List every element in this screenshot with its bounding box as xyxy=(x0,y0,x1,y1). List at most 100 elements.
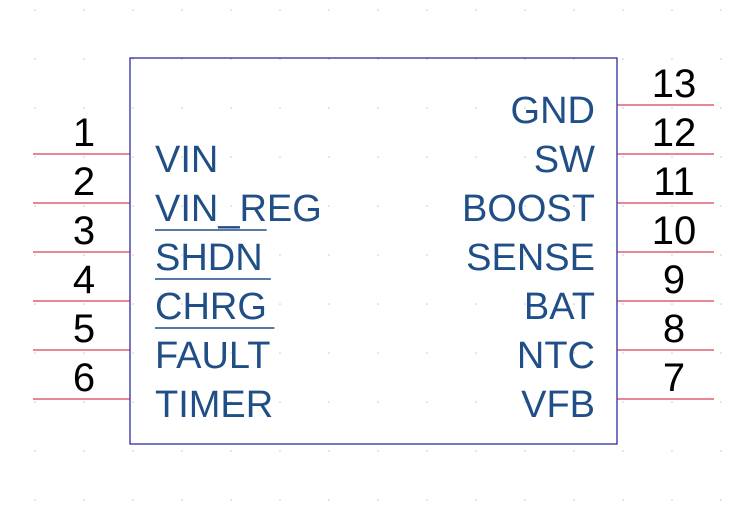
grid-dot xyxy=(426,254,428,256)
grid-dot xyxy=(230,107,232,109)
grid-dot xyxy=(328,205,330,207)
grid-dot xyxy=(720,499,722,501)
grid-dot xyxy=(377,107,379,109)
grid-dot xyxy=(671,499,673,501)
pin-name: VIN xyxy=(155,139,218,181)
grid-dot xyxy=(573,9,575,11)
grid-dot xyxy=(573,303,575,305)
grid-dot xyxy=(34,156,36,158)
grid-dot xyxy=(573,156,575,158)
grid-dot xyxy=(524,156,526,158)
grid-dot xyxy=(328,254,330,256)
grid-dot xyxy=(720,205,722,207)
grid-dot xyxy=(377,303,379,305)
grid-dot xyxy=(475,107,477,109)
grid-dot xyxy=(720,156,722,158)
grid-dot xyxy=(377,9,379,11)
grid-dot xyxy=(475,352,477,354)
grid-dot xyxy=(426,352,428,354)
grid-dot xyxy=(524,450,526,452)
grid-dot xyxy=(524,303,526,305)
pin-name: SHDN xyxy=(155,237,263,279)
grid-dot xyxy=(230,352,232,354)
grid-dot xyxy=(132,9,134,11)
grid-dot xyxy=(132,107,134,109)
grid-dot xyxy=(524,401,526,403)
grid-dot xyxy=(230,254,232,256)
grid-dot xyxy=(132,352,134,354)
grid-dot xyxy=(34,58,36,60)
grid-dot xyxy=(671,254,673,256)
grid-dot xyxy=(279,499,281,501)
grid-dot xyxy=(230,303,232,305)
grid-dot xyxy=(622,401,624,403)
pin-number: 2 xyxy=(73,160,95,204)
pin-name: FAULT xyxy=(155,335,270,377)
grid-dot xyxy=(279,205,281,207)
component-body xyxy=(129,57,618,445)
grid-dot xyxy=(524,107,526,109)
grid-dot xyxy=(622,9,624,11)
grid-dot xyxy=(377,156,379,158)
pin-name: GND xyxy=(511,90,595,132)
grid-dot xyxy=(524,352,526,354)
grid-dot xyxy=(426,303,428,305)
grid-dot xyxy=(426,156,428,158)
grid-dot xyxy=(34,401,36,403)
grid-dot xyxy=(426,499,428,501)
grid-dot xyxy=(230,9,232,11)
grid-dot xyxy=(34,107,36,109)
grid-dot xyxy=(671,205,673,207)
grid-dot xyxy=(720,9,722,11)
pin-number: 6 xyxy=(73,356,95,400)
grid-dot xyxy=(34,205,36,207)
grid-dot xyxy=(328,156,330,158)
pin-number: 10 xyxy=(652,209,697,253)
grid-dot xyxy=(328,401,330,403)
grid-dot xyxy=(720,107,722,109)
grid-dot xyxy=(475,303,477,305)
grid-dot xyxy=(720,58,722,60)
grid-dot xyxy=(181,9,183,11)
grid-dot xyxy=(426,401,428,403)
grid-dot xyxy=(475,156,477,158)
grid-dot xyxy=(132,450,134,452)
grid-dot xyxy=(426,450,428,452)
grid-dot xyxy=(377,499,379,501)
pin-number: 12 xyxy=(652,111,697,155)
grid-dot xyxy=(83,450,85,452)
grid-dot xyxy=(573,450,575,452)
grid-dot xyxy=(181,107,183,109)
grid-dot xyxy=(720,450,722,452)
pin-name: NTC xyxy=(517,335,595,377)
pin-number: 4 xyxy=(73,258,95,302)
grid-dot xyxy=(328,499,330,501)
grid-dot xyxy=(83,156,85,158)
grid-dot xyxy=(622,303,624,305)
grid-dot xyxy=(279,303,281,305)
grid-dot xyxy=(83,303,85,305)
grid-dot xyxy=(573,499,575,501)
grid-dot xyxy=(475,205,477,207)
grid-dot xyxy=(83,352,85,354)
grid-dot xyxy=(132,401,134,403)
grid-dot xyxy=(328,303,330,305)
grid-dot xyxy=(475,9,477,11)
grid-dot xyxy=(622,352,624,354)
pin-name: VIN_REG xyxy=(155,188,322,230)
grid-dot xyxy=(34,450,36,452)
grid-dot xyxy=(83,401,85,403)
grid-dot xyxy=(328,352,330,354)
grid-dot xyxy=(622,205,624,207)
pin-number: 11 xyxy=(653,160,695,204)
grid-dot xyxy=(181,254,183,256)
grid-dot xyxy=(230,499,232,501)
grid-dot xyxy=(181,205,183,207)
grid-dot xyxy=(475,401,477,403)
grid-dot xyxy=(279,352,281,354)
grid-dot xyxy=(132,303,134,305)
grid-dot xyxy=(230,450,232,452)
grid-dot xyxy=(34,254,36,256)
grid-dot xyxy=(230,205,232,207)
